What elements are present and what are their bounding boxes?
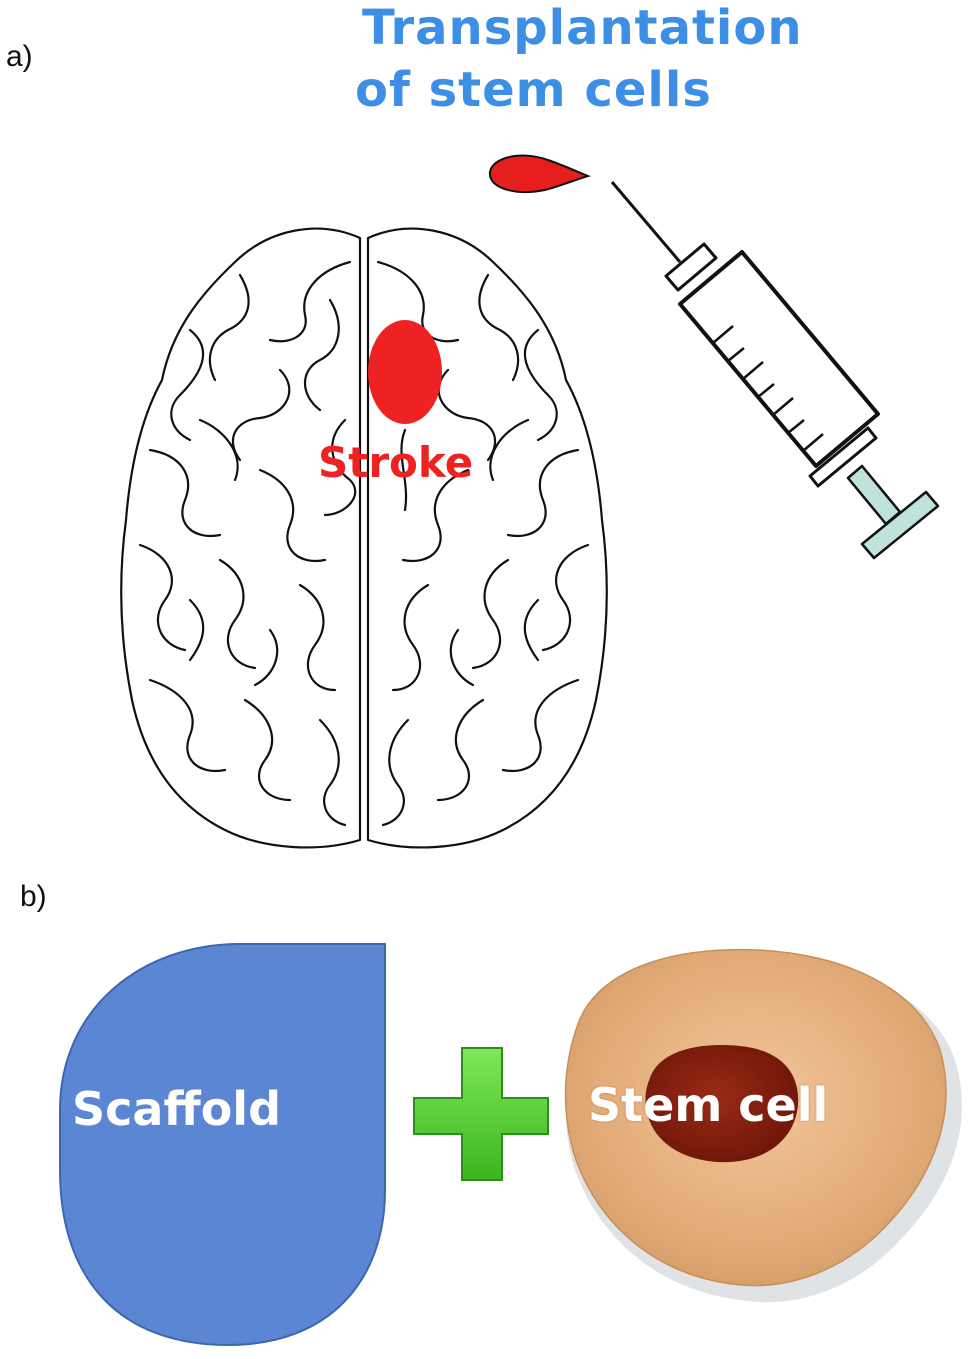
scaffold-label: Scaffold <box>72 1082 281 1136</box>
brain-illustration <box>120 227 608 849</box>
stroke-lesion <box>368 320 442 424</box>
scaffold-shape <box>59 943 386 1347</box>
stem-cell-label: Stem cell <box>588 1078 829 1132</box>
stem-cell-illustration <box>564 948 962 1303</box>
title-line-2: of stem cells <box>355 62 712 118</box>
stem-cell-nucleus <box>645 1045 799 1163</box>
brain-left-hemisphere <box>120 227 362 849</box>
title-line-1: Transplantation <box>362 0 803 56</box>
panel-label-b: b) <box>20 880 47 913</box>
stem-cell-droplet <box>488 154 591 193</box>
syringe-icon <box>610 181 940 560</box>
panel-label-a: a) <box>6 40 33 73</box>
plus-icon <box>413 1047 549 1181</box>
brain-right-hemisphere <box>366 227 608 849</box>
stroke-label: Stroke <box>318 438 474 487</box>
